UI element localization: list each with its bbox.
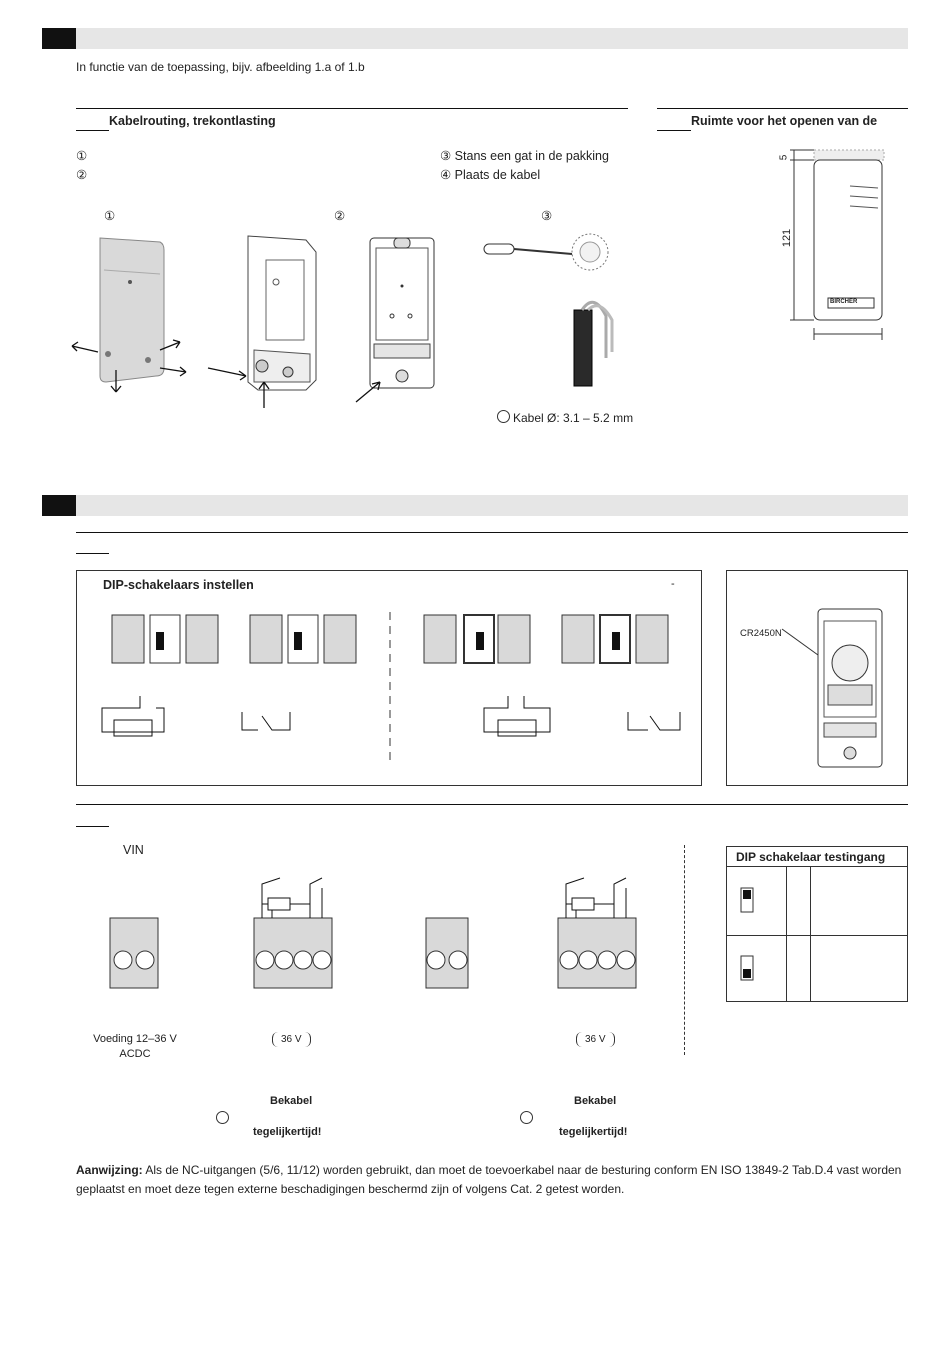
battery-housing-illustration <box>781 608 883 768</box>
dip-test-switch-icons <box>740 887 754 981</box>
dip-rule-top <box>76 532 908 533</box>
section-number-block <box>42 495 76 516</box>
section-number-block <box>42 28 76 49</box>
dip-test-header-rule <box>726 866 908 867</box>
space-rule-top <box>657 108 908 109</box>
wiring-rule-tab <box>76 826 109 827</box>
space-rule-tab <box>657 130 691 131</box>
gelijk-label-1: tegelijkertijd! <box>253 1126 322 1138</box>
cable-step-3: ③ Stans een gat in de pakking <box>440 149 609 163</box>
note-paragraph: Aanwijzing: Als de NC-uitgangen (5/6, 11… <box>76 1161 916 1199</box>
back-plate-illustration <box>355 237 435 403</box>
dip-heading: DIP-schakelaars instellen <box>103 578 254 592</box>
note-text: Als de NC-uitgangen (5/6, 11/12) worden … <box>76 1163 902 1196</box>
space-heading: Ruimte voor het openen van de <box>691 114 878 128</box>
circle-marker-icon <box>497 410 510 423</box>
bekabel-label-1: Bekabel <box>270 1095 313 1107</box>
dip-test-row-rule <box>726 935 908 936</box>
gelijk-label-2: tegelijkertijd! <box>559 1126 628 1138</box>
cable-illustration <box>573 300 614 387</box>
cable-diameter-note: Kabel Ø: 3.1 – 5.2 mm <box>497 410 633 425</box>
voltage-label-1: 36 V <box>272 1032 311 1047</box>
figure-label-2: ② <box>334 209 346 223</box>
bekabel-label-2: Bekabel <box>574 1095 617 1107</box>
supply-label: Voeding 12–36 V ACDC <box>93 1033 177 1060</box>
device-front-illustration <box>71 237 187 393</box>
dim-top-label: 5 <box>778 154 790 161</box>
intro-text: In functie van de toepassing, bijv. afbe… <box>76 60 365 74</box>
screwdriver-illustration <box>483 233 609 271</box>
figure-label-1: ① <box>104 209 116 223</box>
figure-label-3: ③ <box>541 209 553 223</box>
cable-step-2: ② <box>76 168 88 182</box>
space-dimension-drawing <box>790 149 885 340</box>
cable-rule-tab <box>76 130 109 131</box>
cable-step-1: ① <box>76 149 88 163</box>
dip-switch-diagram <box>101 612 681 760</box>
terminal-wiring-diagram <box>109 877 637 989</box>
battery-box <box>726 570 908 786</box>
cable-step-4: ④ Plaats de kabel <box>440 168 541 182</box>
space-brand-label: BIRCHER <box>830 299 858 305</box>
circle-marker-icon <box>216 1111 238 1126</box>
dip-rule-tab <box>76 553 109 554</box>
vin-label: VIN <box>123 843 144 857</box>
wiring-rule-top <box>76 804 908 805</box>
dim-height-label: 121 <box>781 228 794 248</box>
open-housing-illustration <box>207 235 317 408</box>
dip-settings-box <box>76 570 702 786</box>
section-bar-1 <box>42 28 908 49</box>
dip-test-title: DIP schakelaar testingang <box>736 850 886 864</box>
battery-label: CR2450N <box>740 628 782 639</box>
note-label: Aanwijzing: <box>76 1163 143 1177</box>
voltage-label-2: 36 V <box>576 1032 615 1047</box>
section-bar-2 <box>42 495 908 516</box>
cable-rule-top <box>76 108 628 109</box>
dip-dash: - <box>671 578 675 590</box>
dip-test-col-rule-2 <box>810 866 811 1002</box>
wiring-divider <box>684 845 685 1055</box>
cable-heading: Kabelrouting, trekontlasting <box>109 114 276 128</box>
circle-marker-icon <box>520 1111 542 1126</box>
dip-test-table <box>726 846 908 1002</box>
dip-test-col-rule-1 <box>786 866 787 1002</box>
